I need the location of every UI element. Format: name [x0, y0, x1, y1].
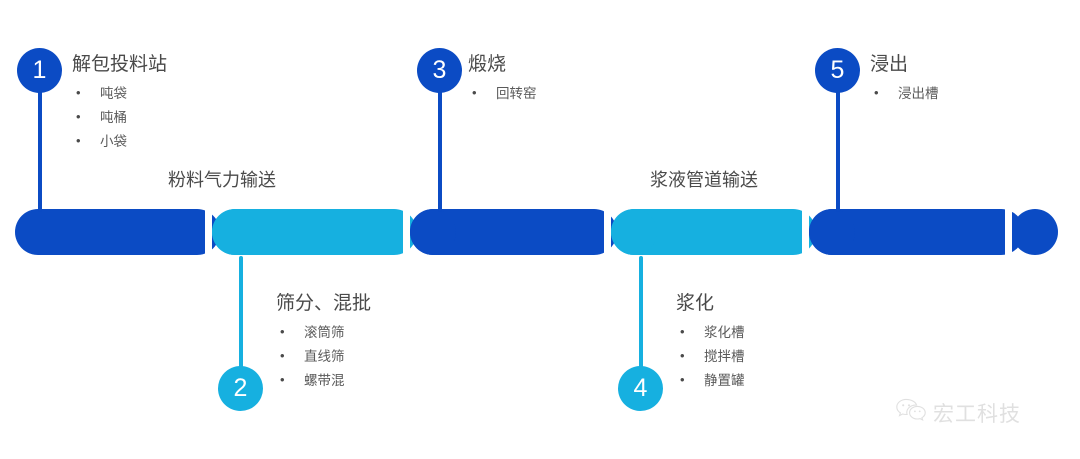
step-1-marker[interactable]: 1	[17, 48, 62, 93]
list-item: 螺带混	[276, 368, 371, 393]
step-5-text: 浸出 浸出槽	[870, 53, 939, 106]
pipeline-segment-1	[15, 209, 220, 255]
segment-divider-1	[205, 205, 212, 259]
segment-divider-4	[802, 205, 809, 259]
step-3-text: 煅烧 回转窑	[468, 53, 537, 106]
list-item: 吨桶	[72, 105, 167, 130]
step-2-title: 筛分、混批	[276, 293, 372, 314]
step-5-stem	[836, 78, 840, 212]
step-1-bullets: 吨袋 吨桶 小袋	[72, 81, 167, 154]
step-5-marker[interactable]: 5	[815, 48, 860, 93]
list-item: 浸出槽	[870, 81, 939, 106]
pipeline-segment-3-cap	[410, 209, 456, 255]
step-5-title: 浸出	[870, 54, 909, 75]
list-item: 滚筒筛	[276, 320, 371, 345]
step-4-text: 浆化 浆化槽 搅拌槽 静置罐	[676, 292, 745, 393]
watermark-text: 宏工科技	[933, 403, 1021, 426]
transport-label-1: 粉料气力输送	[168, 170, 276, 190]
pipeline-end-cap	[1012, 209, 1058, 255]
step-4-marker[interactable]: 4	[618, 366, 663, 411]
transport-label-2: 浆液管道输送	[650, 170, 758, 190]
watermark: 宏工科技	[896, 398, 1021, 428]
step-2-stem	[239, 256, 243, 374]
list-item: 搅拌槽	[676, 344, 745, 369]
segment-divider-5	[1005, 205, 1012, 259]
step-2-text: 筛分、混批 滚筒筛 直线筛 螺带混	[276, 292, 371, 393]
step-3-bullets: 回转窑	[468, 81, 537, 106]
list-item: 直线筛	[276, 344, 371, 369]
step-3-title: 煅烧	[468, 54, 507, 75]
step-2-marker[interactable]: 2	[218, 366, 263, 411]
step-4-bullets: 浆化槽 搅拌槽 静置罐	[676, 320, 745, 393]
step-3-stem	[438, 78, 442, 212]
pipeline-segment-4-cap	[611, 209, 657, 255]
list-item: 静置罐	[676, 368, 745, 393]
list-item: 小袋	[72, 129, 167, 154]
step-4-stem	[639, 256, 643, 378]
list-item: 吨袋	[72, 81, 167, 106]
step-3-marker[interactable]: 3	[417, 48, 462, 93]
step-5-bullets: 浸出槽	[870, 81, 939, 106]
step-1-text: 解包投料站 吨袋 吨桶 小袋	[72, 53, 167, 154]
pipeline-segment-5-cap	[809, 209, 855, 255]
segment-divider-2	[403, 205, 410, 259]
step-1-title: 解包投料站	[72, 54, 168, 75]
wechat-icon	[896, 398, 926, 428]
step-2-bullets: 滚筒筛 直线筛 螺带混	[276, 320, 371, 393]
pipeline-segment-2-cap	[212, 209, 258, 255]
list-item: 回转窑	[468, 81, 537, 106]
step-4-title: 浆化	[676, 293, 715, 314]
list-item: 浆化槽	[676, 320, 745, 345]
segment-divider-3	[604, 205, 611, 259]
step-1-stem	[38, 78, 42, 212]
